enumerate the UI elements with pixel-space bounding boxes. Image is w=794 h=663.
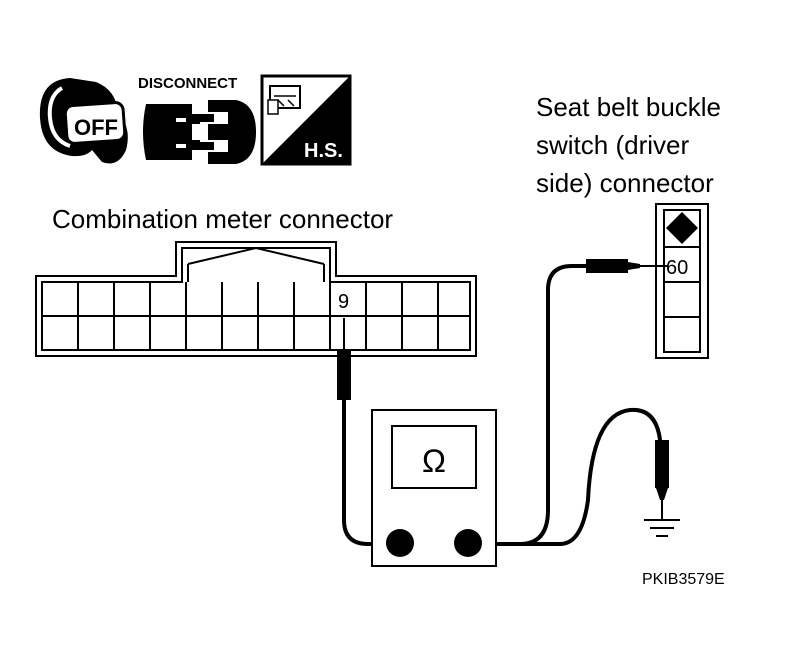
disconnect-label: DISCONNECT <box>138 75 237 92</box>
terminal-marker-diamond-icon <box>666 212 698 244</box>
seat-belt-label-line3: side) connector <box>536 168 714 198</box>
figure-code: PKIB3579E <box>642 571 725 588</box>
ohm-symbol: Ω <box>422 443 446 479</box>
ground-probe <box>655 440 669 520</box>
seat-belt-label-line2: switch (driver <box>536 130 689 160</box>
meter-probe <box>337 318 351 400</box>
ohmmeter-display <box>391 425 477 489</box>
combination-meter-label: Combination meter connector <box>52 204 393 234</box>
test-leads <box>342 264 662 546</box>
ground-icon <box>644 519 680 537</box>
key-off-label: OFF <box>74 115 118 140</box>
harness-label: H.S. <box>304 140 343 162</box>
harness-connector-icon: H.S. <box>260 74 352 166</box>
switch-terminal-label: 60 <box>666 257 688 279</box>
ohmmeter-terminal-right <box>454 529 482 557</box>
ohmmeter: Ω <box>371 409 497 567</box>
seat-belt-switch-connector: 60 <box>655 203 709 359</box>
ignition-key-off-icon: OFF <box>39 78 128 164</box>
meter-terminal-label: 9 <box>338 291 349 313</box>
seat-belt-label-line1: Seat belt buckle <box>536 92 721 122</box>
ohmmeter-terminal-left <box>386 529 414 557</box>
disconnect-icon: DISCONNECT <box>138 75 256 164</box>
combination-meter-connector: 9 <box>35 241 477 357</box>
switch-probe <box>586 259 668 273</box>
